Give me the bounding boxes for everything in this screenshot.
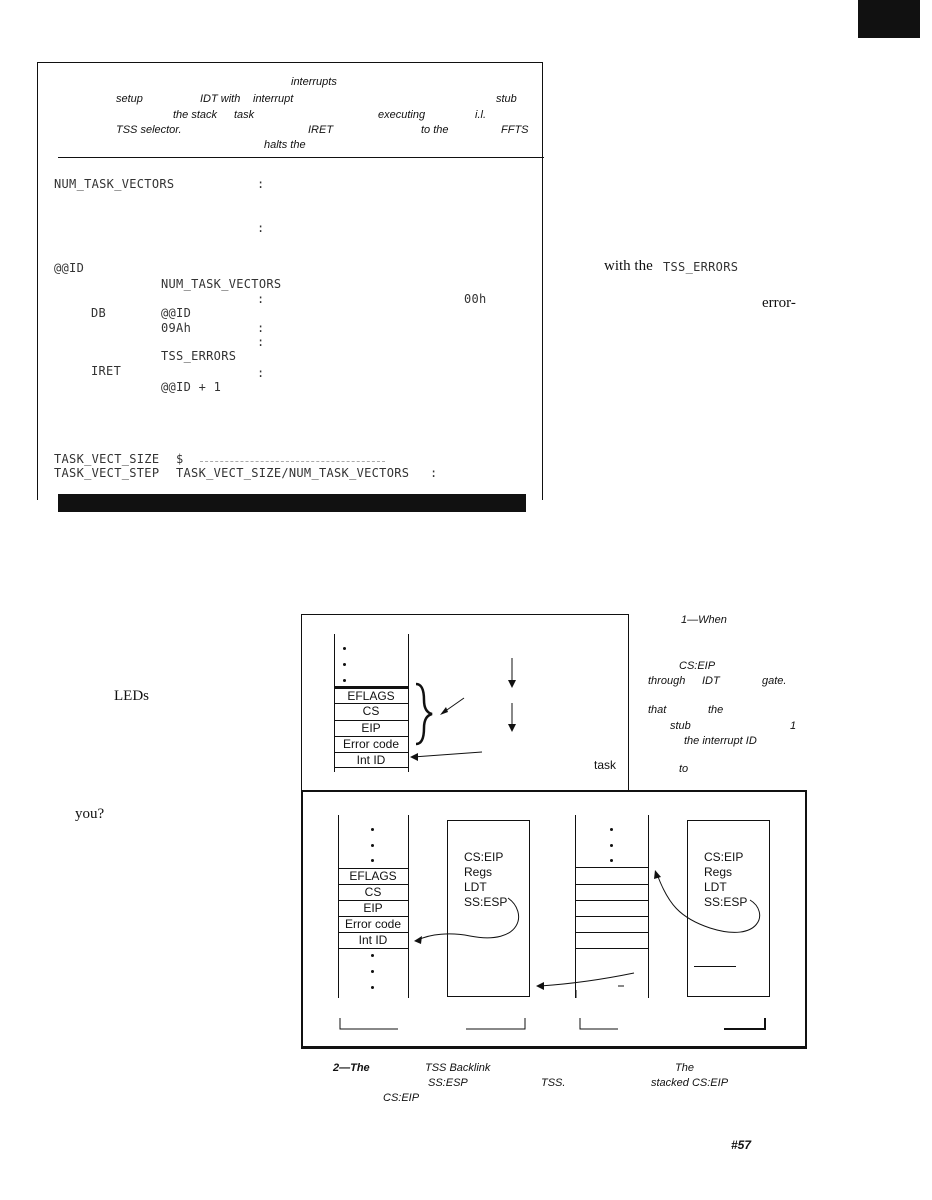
code-token: TASK_VECT_SIZE (54, 452, 160, 466)
caption-word: stub (670, 720, 691, 732)
body-text: TSS_ERRORS (663, 260, 739, 274)
code-token: DB (91, 306, 107, 320)
tss-field: CS:EIP (464, 850, 504, 864)
code-token: @@ID (54, 261, 85, 275)
caption-word: SS:ESP (428, 1077, 468, 1089)
code-token: : (430, 466, 438, 480)
caption-word: interrupt (253, 93, 294, 105)
caption-word: to (679, 763, 689, 775)
tss-field: SS:ESP (464, 895, 508, 909)
body-text: LEDs (114, 688, 149, 704)
stack-cell-int-id: Int ID (334, 752, 408, 767)
body-text: error- (762, 295, 796, 311)
stack-cell-error-code: Error code (334, 736, 408, 751)
tss-box-2 (687, 820, 770, 997)
caption-word: the interrupt ID (684, 735, 757, 747)
caption-word: IDT (702, 675, 720, 687)
code-token: NUM_TASK_VECTORS (54, 177, 175, 191)
stack-cell-cs: CS (338, 884, 408, 899)
caption-word: 2—The (333, 1062, 370, 1074)
tss-box-1 (447, 820, 530, 997)
page-number: #57 (731, 1138, 752, 1152)
code-token: TASK_VECT_STEP (54, 466, 160, 480)
faint-text-remnant (200, 461, 385, 464)
caption-word: executing (378, 109, 426, 121)
tss-field: CS:EIP (704, 850, 744, 864)
caption-word: 1—When (681, 614, 727, 626)
code-token: $ (176, 452, 184, 466)
code-token: 09Ah (161, 321, 192, 335)
code-token: TSS_ERRORS (161, 349, 237, 363)
code-token: : (257, 335, 265, 349)
caption-word: halts the (264, 139, 306, 151)
tss-field: Regs (464, 865, 493, 879)
caption-word: the (708, 704, 724, 716)
code-token: : (257, 292, 265, 306)
caption-word: the stack (173, 109, 218, 121)
caption-word: stacked CS:EIP (651, 1077, 729, 1089)
code-token: @@ID (161, 306, 192, 320)
stack-cell-eip: EIP (334, 720, 408, 735)
code-token: TASK_VECT_SIZE/NUM_TASK_VECTORS (176, 466, 410, 480)
figure1-task-label: task (594, 758, 617, 772)
caption-word: gate. (762, 675, 787, 687)
caption-word: i.l. (475, 109, 486, 121)
corner-tab-graphic (858, 0, 920, 38)
caption-word: task (234, 109, 255, 121)
body-text: you? (75, 806, 105, 822)
caption-word: to the (421, 124, 449, 136)
stack-cell-int-id: Int ID (338, 932, 408, 947)
tss-field: LDT (704, 880, 727, 894)
caption-word: setup (116, 93, 143, 105)
caption-word: FFTS (501, 124, 529, 136)
caption-word: CS:EIP (679, 660, 716, 672)
caption-word: TSS. (541, 1077, 566, 1089)
code-token: : (257, 177, 265, 191)
caption-word: that (648, 704, 667, 716)
caption-word: TSS selector. (116, 124, 182, 136)
body-text: with the (604, 258, 653, 274)
tss-field: LDT (464, 880, 487, 894)
stack-cell-cs: CS (334, 703, 408, 718)
code-token: : (257, 221, 265, 235)
listing-bottom-bar (58, 494, 526, 512)
tss-field: SS:ESP (704, 895, 748, 909)
code-token: : (257, 366, 265, 380)
caption-word: IDT with (200, 93, 241, 105)
caption-word: The (675, 1062, 694, 1074)
caption-word: 1 (790, 720, 797, 732)
caption-word: TSS Backlink (425, 1062, 491, 1074)
code-token: NUM_TASK_VECTORS (161, 277, 282, 291)
code-token: : (257, 321, 265, 335)
stack-cell-eflags: EFLAGS (334, 686, 408, 703)
caption-word: IRET (308, 124, 334, 136)
caption-word: interrupts (291, 76, 337, 88)
tss-field: Regs (704, 865, 733, 879)
stack-cell-eip: EIP (338, 900, 408, 915)
caption-word: through (648, 675, 686, 687)
code-token: @@ID + 1 (161, 380, 222, 394)
code-token: IRET (91, 364, 122, 378)
stack-cell-error-code: Error code (338, 916, 408, 931)
stack-cell-eflags: EFLAGS (338, 868, 408, 883)
code-token: 00h (464, 292, 487, 306)
caption-word: stub (496, 93, 517, 105)
caption-word: CS:EIP (383, 1092, 420, 1104)
